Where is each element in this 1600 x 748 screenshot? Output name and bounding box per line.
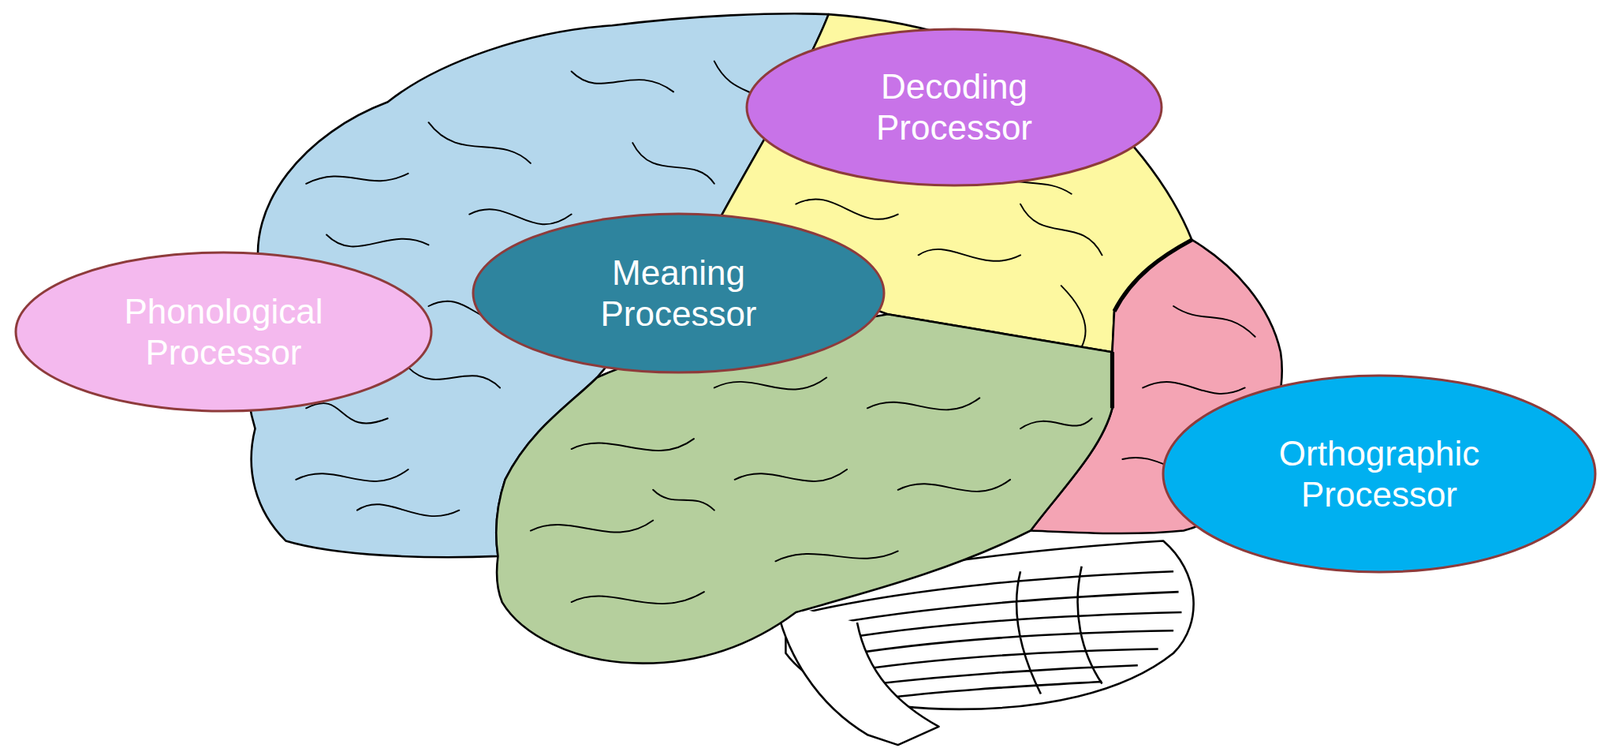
ellipse-outline — [14, 250, 433, 413]
ellipse-outline — [745, 27, 1164, 187]
ellipse-outline — [1161, 373, 1597, 574]
processor-label: Meaning Processor — [554, 252, 803, 335]
processor-ellipse: Meaning Processor — [471, 212, 886, 374]
processor-label: Decoding Processor — [828, 66, 1080, 149]
processor-label: Phonological Processor — [97, 290, 350, 373]
processor-ellipse: Phonological Processor — [14, 250, 433, 413]
processor-ellipse: Orthographic Processor — [1161, 373, 1597, 574]
ellipse-outline — [471, 212, 886, 374]
processor-label: Orthographic Processor — [1249, 432, 1511, 515]
processor-ellipse: Decoding Processor — [745, 27, 1164, 187]
